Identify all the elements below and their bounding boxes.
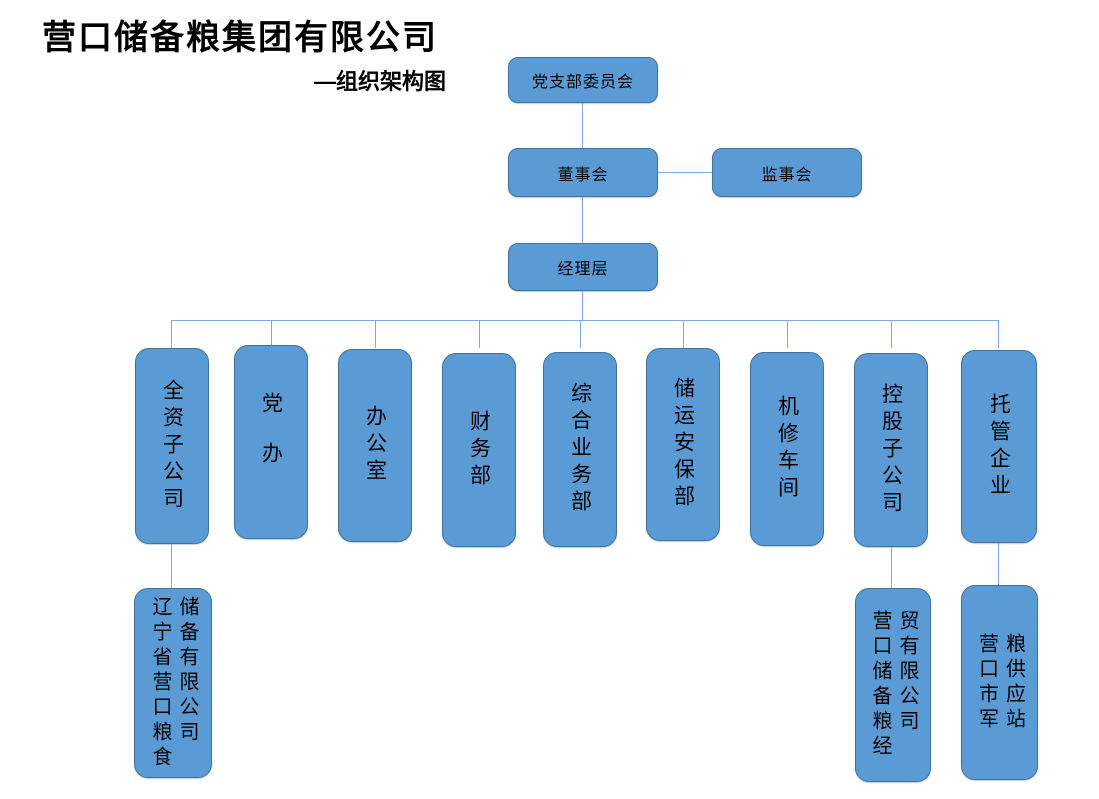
connector-line	[658, 172, 712, 173]
node-supervisory-label: 监事会	[761, 166, 813, 184]
dept-box-comprehensive-business-dept: 综合业务部	[543, 352, 617, 547]
dept-label: 托管企业	[987, 392, 1011, 501]
node-management: 经理层	[508, 243, 658, 291]
connector-line	[271, 320, 272, 348]
dept-box-holding-subsidiary: 控股子公司	[854, 353, 928, 547]
connector-line	[479, 320, 480, 348]
dept-label: 综合业务部	[568, 382, 592, 517]
dept-box-general-office: 办公室	[338, 349, 412, 542]
sub-box-yingkou-reserve-grain-trade-co: 营口储备粮经 贸有限公司	[855, 588, 931, 782]
sub-label: 营口储备粮经 贸有限公司	[869, 610, 918, 760]
connector-line	[891, 547, 892, 588]
connector-line	[998, 320, 999, 348]
dept-label: 财务部	[467, 409, 491, 491]
dept-label: 储运安保部	[671, 377, 695, 512]
dept-box-wholly-owned-subsidiary: 全资子公司	[135, 348, 209, 544]
dept-box-storage-transport-security-dept: 储运安保部	[646, 348, 720, 541]
connector-line	[171, 544, 172, 588]
connector-line	[580, 320, 581, 348]
connector-line	[998, 543, 999, 585]
connector-line	[582, 291, 583, 320]
sub-box-yingkou-military-grain-supply-station: 营口市军 粮供应站	[961, 585, 1038, 780]
node-supervisory: 监事会	[712, 148, 862, 197]
company-title: 营口储备粮集团有限公司	[42, 19, 438, 57]
connector-line	[891, 320, 892, 348]
dept-label: 办公室	[363, 405, 387, 486]
chart-subtitle: —组织架构图	[314, 69, 447, 94]
node-party-committee: 党支部委员会	[508, 57, 658, 103]
sub-label: 营口市军 粮供应站	[975, 632, 1025, 733]
connector-line	[683, 320, 684, 348]
connector-line	[787, 320, 788, 348]
dept-label: 党办	[259, 392, 283, 492]
dept-box-finance-dept: 财务部	[442, 353, 516, 547]
sub-label: 辽宁省营口粮食 储备有限公司	[149, 595, 198, 771]
dept-box-managed-enterprise: 托管企业	[961, 350, 1037, 543]
connector-bus	[171, 320, 999, 321]
node-board: 董事会	[508, 148, 658, 197]
sub-box-liaoning-yingkou-grain-reserve-co: 辽宁省营口粮食 储备有限公司	[134, 588, 212, 778]
node-party-committee-label: 党支部委员会	[531, 74, 634, 91]
dept-label: 控股子公司	[879, 382, 903, 518]
connector-line	[582, 103, 583, 148]
node-board-label: 董事会	[557, 166, 609, 184]
dept-label: 机修车间	[775, 395, 799, 503]
connector-line	[375, 320, 376, 348]
dept-box-party-office: 党办	[234, 345, 308, 539]
connector-line	[171, 320, 172, 348]
node-management-label: 经理层	[557, 261, 609, 278]
dept-label: 全资子公司	[160, 378, 184, 514]
connector-line	[582, 197, 583, 243]
dept-box-machine-repair-workshop: 机修车间	[750, 352, 824, 546]
